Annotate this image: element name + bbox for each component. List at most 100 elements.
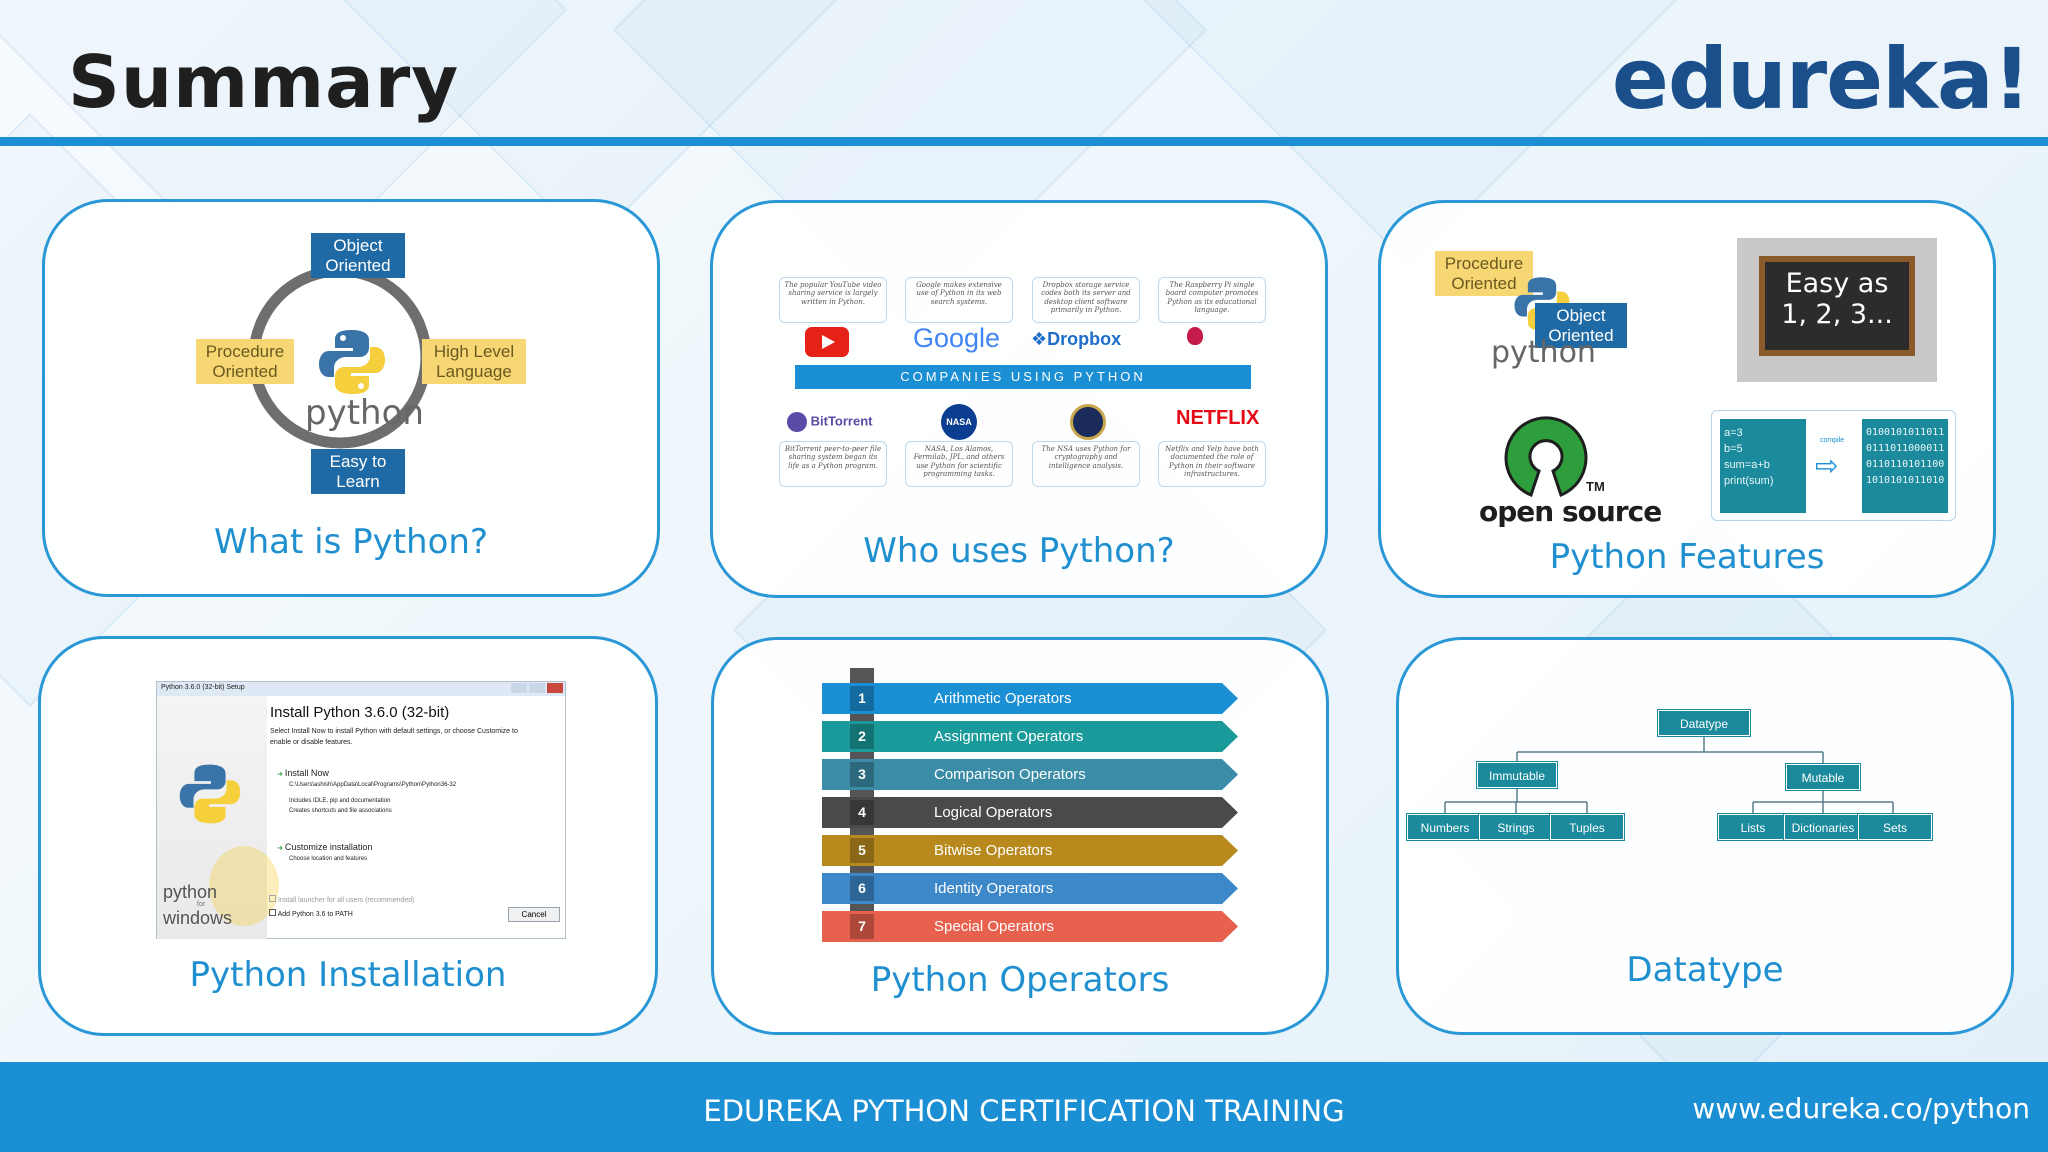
python-logo-icon: [319, 330, 385, 394]
operator-number: 5: [850, 838, 874, 863]
dropbox-logo: ❖Dropbox: [1031, 329, 1122, 349]
open-source-tm: TM: [1586, 479, 1605, 494]
lists-node: Lists: [1718, 814, 1788, 840]
arrow-right-icon: ➜: [277, 845, 283, 852]
datatype-connectors: [1444, 736, 1894, 814]
footer-url[interactable]: www.edureka.co/python: [1692, 1092, 2030, 1125]
windows-wordmark: windows: [163, 908, 233, 928]
arrow-right-icon: ⇨: [1815, 450, 1839, 481]
netflix-logo: NETFLIX: [1176, 407, 1260, 429]
customize-option[interactable]: ➜ Customize installation Choose location…: [277, 842, 373, 862]
installer-titlebar: Python 3.6.0 (32-bit) Setup: [157, 682, 565, 696]
dropbox-icon: ❖: [1031, 329, 1048, 349]
youtube-icon: [805, 327, 849, 357]
company-blurb: Netflix and Yelp have both documented th…: [1158, 441, 1266, 487]
company-blurb: The popular YouTube video sharing servic…: [779, 277, 887, 323]
company-blurb: The Raspberry Pi single board computer p…: [1158, 277, 1266, 323]
operator-label: Special Operators: [934, 918, 1055, 935]
easy-as-line2: 1, 2, 3...: [1781, 299, 1893, 330]
header-divider: [0, 137, 2048, 146]
operator-number: 3: [850, 762, 874, 787]
operator-row: 3 Comparison Operators: [822, 759, 1238, 790]
tag-high-level-language: High Level Language: [422, 339, 526, 385]
nsa-seal-icon: [1070, 404, 1106, 440]
binary-block: 0100101011011 0111011000011 011011010110…: [1862, 419, 1948, 513]
open-source-label: open source: [1479, 495, 1662, 528]
operator-arrow: [822, 873, 1238, 904]
code-block: a=3 b=5 sum=a+b print(sum): [1720, 419, 1806, 513]
easy-as-line1: Easy as: [1785, 268, 1889, 299]
python-wordmark: python: [1491, 335, 1596, 370]
operator-arrow: [822, 721, 1238, 752]
operator-number: 2: [850, 724, 874, 749]
installer-sidebar: python for windows: [157, 696, 279, 939]
card-title: Who uses Python?: [863, 531, 1175, 571]
bittorrent-logo: BitTorrent: [787, 412, 873, 432]
card-python-features: Procedure Oriented Object Oriented pytho…: [1378, 200, 1996, 598]
card-datatype: Datatype Immutable Mutable Numbers Strin…: [1396, 637, 2014, 1035]
operator-number: 4: [850, 800, 874, 825]
google-logo: Google: [913, 323, 1001, 353]
operator-number: 6: [850, 876, 874, 901]
raspberry-pi-icon: [1187, 327, 1203, 345]
operator-arrow: [822, 835, 1238, 866]
operator-row: 4 Logical Operators: [822, 797, 1238, 828]
install-now-option[interactable]: ➜ Install Now C:\Users\ashish\AppData\Lo…: [277, 768, 457, 814]
operator-number: 7: [850, 914, 874, 939]
operator-row: 6 Identity Operators: [822, 873, 1238, 904]
operator-label: Bitwise Operators: [934, 842, 1053, 859]
operator-number: 1: [850, 686, 874, 711]
tag-procedure-oriented: Procedure Oriented: [1435, 251, 1533, 297]
python-wordmark: python: [305, 393, 424, 433]
mutable-node: Mutable: [1786, 764, 1860, 790]
bittorrent-icon: [787, 412, 807, 432]
window-controls[interactable]: [511, 683, 563, 694]
launcher-checkbox[interactable]: Install launcher for all users (recommen…: [269, 895, 415, 904]
datatype-root-node: Datatype: [1658, 710, 1750, 736]
tag-object-oriented: Object Oriented: [311, 233, 405, 279]
operator-label: Identity Operators: [934, 880, 1054, 897]
tag-easy-to-learn: Easy to Learn: [311, 449, 405, 495]
tag-procedure-oriented: Procedure Oriented: [196, 339, 294, 385]
compile-diagram: a=3 b=5 sum=a+b print(sum) compile ⇨ 010…: [1711, 410, 1956, 521]
companies-banner: COMPANIES USING PYTHON: [795, 365, 1251, 389]
operator-label: Arithmetic Operators: [934, 690, 1072, 707]
operator-label: Logical Operators: [934, 804, 1053, 821]
operator-arrow: [822, 759, 1238, 790]
slide-footer: EDUREKA PYTHON CERTIFICATION TRAINING ww…: [0, 1062, 2048, 1152]
easy-as-123-image: Easy as 1, 2, 3...: [1737, 238, 1937, 382]
company-blurb: BitTorrent peer-to-peer file sharing sys…: [779, 441, 887, 487]
numbers-node: Numbers: [1407, 814, 1483, 840]
arrow-right-icon: ➜: [277, 771, 283, 778]
card-who-uses-python: The popular YouTube video sharing servic…: [710, 200, 1328, 598]
card-python-installation: Python 3.6.0 (32-bit) Setup python for w…: [38, 636, 658, 1036]
operator-row: 1 Arithmetic Operators: [822, 683, 1238, 714]
edureka-logo: edureka!: [1611, 30, 2031, 128]
card-title: Python Features: [1549, 537, 1825, 577]
installer-intro: Select Install Now to install Python wit…: [270, 728, 518, 746]
add-to-path-checkbox[interactable]: Add Python 3.6 to PATH: [269, 909, 353, 918]
slide-title: Summary: [68, 40, 460, 124]
card-title: What is Python?: [213, 522, 488, 562]
installer-window: Python 3.6.0 (32-bit) Setup python for w…: [156, 681, 566, 939]
footer-title: EDUREKA PYTHON CERTIFICATION TRAINING: [703, 1094, 1345, 1128]
company-blurb: NASA, Los Alamos, Fermilab, JPL, and oth…: [905, 441, 1013, 487]
card-title: Python Operators: [870, 960, 1170, 1000]
close-icon: [546, 683, 563, 693]
operator-arrow: [822, 911, 1238, 942]
python-logo-icon: [179, 764, 241, 824]
slide-header: Summary edureka!: [0, 0, 2048, 146]
tag-object-oriented: Object Oriented: [1535, 303, 1627, 349]
operator-label: Comparison Operators: [934, 766, 1086, 783]
cancel-button[interactable]: Cancel: [508, 907, 560, 922]
card-title: Python Installation: [189, 955, 507, 995]
open-source-icon: [1504, 416, 1588, 497]
operator-row: 5 Bitwise Operators: [822, 835, 1238, 866]
operator-row: 7 Special Operators: [822, 911, 1238, 942]
operator-arrow: [822, 797, 1238, 828]
sets-node: Sets: [1858, 814, 1932, 840]
card-title: Datatype: [1626, 950, 1784, 990]
strings-node: Strings: [1479, 814, 1553, 840]
tuples-node: Tuples: [1550, 814, 1624, 840]
